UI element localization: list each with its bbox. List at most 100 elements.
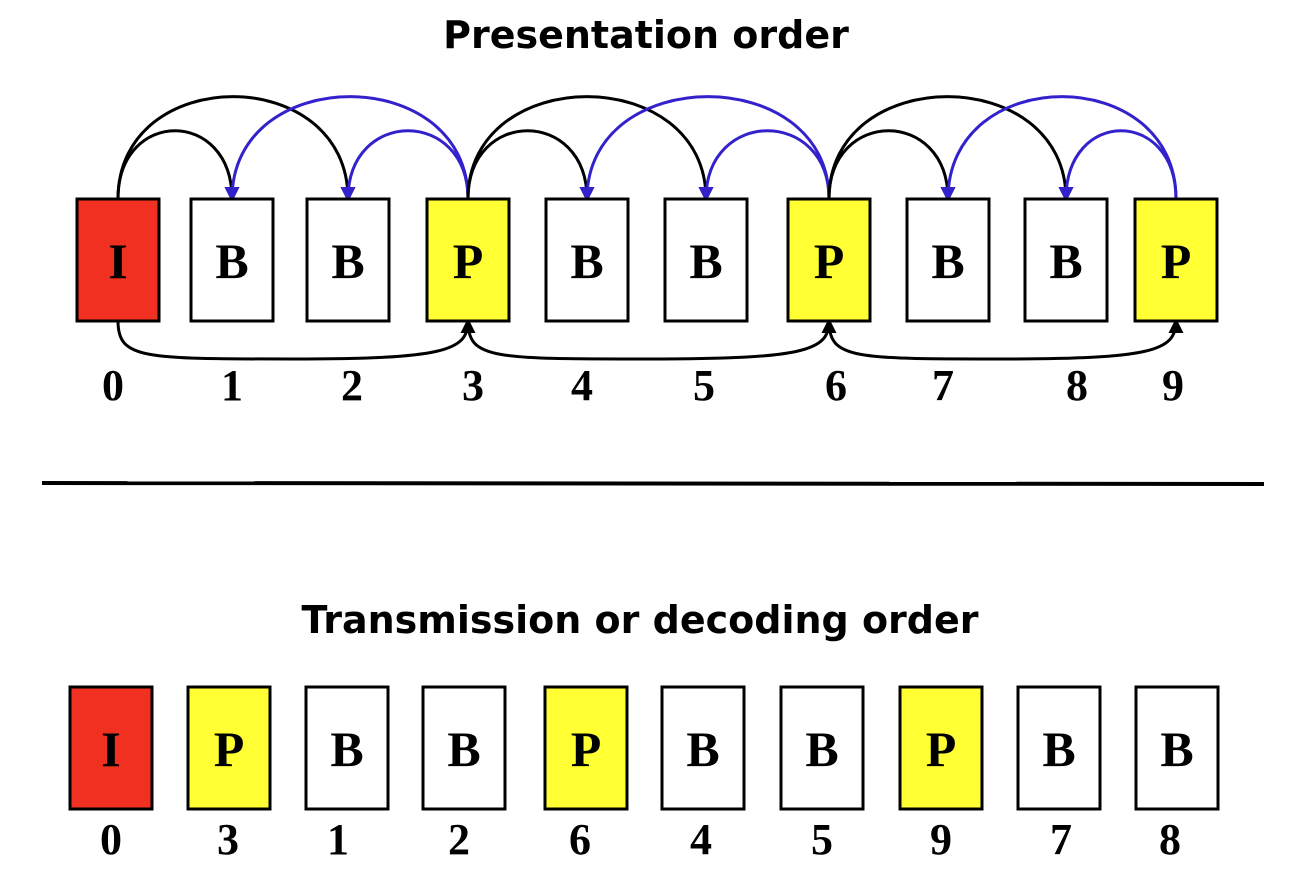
reference-arc-6-to-8 <box>827 95 1074 202</box>
frame-box-b <box>304 685 390 811</box>
presentation-frame-0: I0 <box>75 197 161 410</box>
frame-box-b <box>1023 197 1109 323</box>
frame-box-p <box>186 685 272 811</box>
reference-arc-3-to-2 <box>340 129 470 202</box>
transmission-frame-9: B8 <box>1134 685 1220 864</box>
reference-arc-6-to-5 <box>698 129 831 202</box>
frame-number-label: 9 <box>1162 361 1184 410</box>
frame-type-label: B <box>570 233 603 289</box>
transmission-frame-0: I0 <box>68 685 154 864</box>
frame-box-i <box>75 197 161 323</box>
frame-number-label: 1 <box>327 815 349 864</box>
frame-box-i <box>68 685 154 811</box>
frame-box-b <box>660 685 746 811</box>
reference-arc-6-to-4 <box>579 95 831 202</box>
frame-type-label: B <box>931 233 964 289</box>
reference-arc-0-to-2 <box>116 95 356 202</box>
frame-box-p <box>1133 197 1219 323</box>
frame-number-label: 2 <box>448 815 470 864</box>
frame-box-p <box>543 685 629 811</box>
frame-type-label: P <box>926 721 957 777</box>
frame-number-label: 1 <box>221 361 243 410</box>
frame-type-label: I <box>108 233 127 289</box>
frame-box-b <box>663 197 749 323</box>
frame-number-label: 4 <box>690 815 712 864</box>
presentation-frame-6: P6 <box>786 197 872 410</box>
frame-number-label: 0 <box>100 815 122 864</box>
frame-type-label: B <box>686 721 719 777</box>
transmission-frame-4: P6 <box>543 685 629 864</box>
frame-type-label: P <box>814 233 845 289</box>
frame-type-label: B <box>1042 721 1075 777</box>
frame-number-label: 4 <box>571 361 593 410</box>
frame-number-label: 5 <box>693 361 715 410</box>
frame-box-b <box>305 197 391 323</box>
presentation-frame-7: B7 <box>905 197 991 410</box>
presentation-frame-5: B5 <box>663 197 749 410</box>
forward-reference-6-to-9 <box>827 318 1184 361</box>
frame-number-label: 6 <box>825 361 847 410</box>
frame-type-label: B <box>805 721 838 777</box>
frame-type-label: P <box>453 233 484 289</box>
frame-type-label: B <box>331 233 364 289</box>
frame-number-label: 7 <box>1050 815 1072 864</box>
reference-arc-3-to-5 <box>466 95 714 202</box>
transmission-frame-3: B2 <box>421 685 507 864</box>
frame-number-label: 9 <box>930 815 952 864</box>
frame-box-b <box>421 685 507 811</box>
presentation-frame-8: B8 <box>1023 197 1109 410</box>
frame-number-label: 5 <box>811 815 833 864</box>
frame-box-b <box>1134 685 1220 811</box>
transmission-frame-6: B5 <box>779 685 865 864</box>
frame-box-p <box>898 685 984 811</box>
frame-number-label: 7 <box>932 361 954 410</box>
presentation-order-title: Presentation order <box>443 13 849 57</box>
frame-number-label: 8 <box>1066 361 1088 410</box>
frame-box-p <box>786 197 872 323</box>
forward-reference-0-to-3 <box>116 318 476 361</box>
presentation-frame-4: B4 <box>544 197 630 410</box>
frame-box-p <box>425 197 511 323</box>
frame-number-label: 2 <box>341 361 363 410</box>
section-divider <box>41 481 1265 486</box>
frame-box-b <box>544 197 630 323</box>
frame-type-label: B <box>330 721 363 777</box>
presentation-frame-1: B1 <box>189 197 275 410</box>
frame-number-label: 8 <box>1159 815 1181 864</box>
forward-reference-3-to-6 <box>466 318 837 361</box>
frame-type-label: P <box>571 721 602 777</box>
transmission-frame-1: P3 <box>186 685 272 864</box>
frame-number-label: 3 <box>462 361 484 410</box>
presentation-frame-2: B2 <box>305 197 391 410</box>
transmission-frame-8: B7 <box>1016 685 1102 864</box>
frame-type-label: B <box>215 233 248 289</box>
frame-type-label: B <box>1160 721 1193 777</box>
frame-type-label: P <box>1161 233 1192 289</box>
transmission-order-title: Transmission or decoding order <box>301 598 978 642</box>
frame-box-b <box>905 197 991 323</box>
presentation-frame-9: P9 <box>1133 197 1219 410</box>
presentation-forward-references <box>116 318 1184 361</box>
presentation-reference-arcs <box>116 95 1178 202</box>
frame-box-b <box>779 685 865 811</box>
transmission-frame-7: P9 <box>898 685 984 864</box>
reference-arc-9-to-8 <box>1058 129 1178 202</box>
frame-number-label: 0 <box>102 361 124 410</box>
transmission-frame-2: B1 <box>304 685 390 864</box>
frame-number-label: 6 <box>569 815 591 864</box>
frame-type-label: I <box>101 721 120 777</box>
frame-type-label: B <box>1049 233 1082 289</box>
frame-type-label: B <box>447 721 480 777</box>
reference-arc-3-to-1 <box>224 95 470 202</box>
transmission-frame-5: B4 <box>660 685 746 864</box>
reference-arc-9-to-7 <box>940 95 1178 202</box>
frame-number-label: 3 <box>217 815 239 864</box>
frame-box-b <box>189 197 275 323</box>
frame-box-b <box>1016 685 1102 811</box>
presentation-frame-3: P3 <box>425 197 511 410</box>
frame-type-label: P <box>214 721 245 777</box>
frame-type-label: B <box>689 233 722 289</box>
